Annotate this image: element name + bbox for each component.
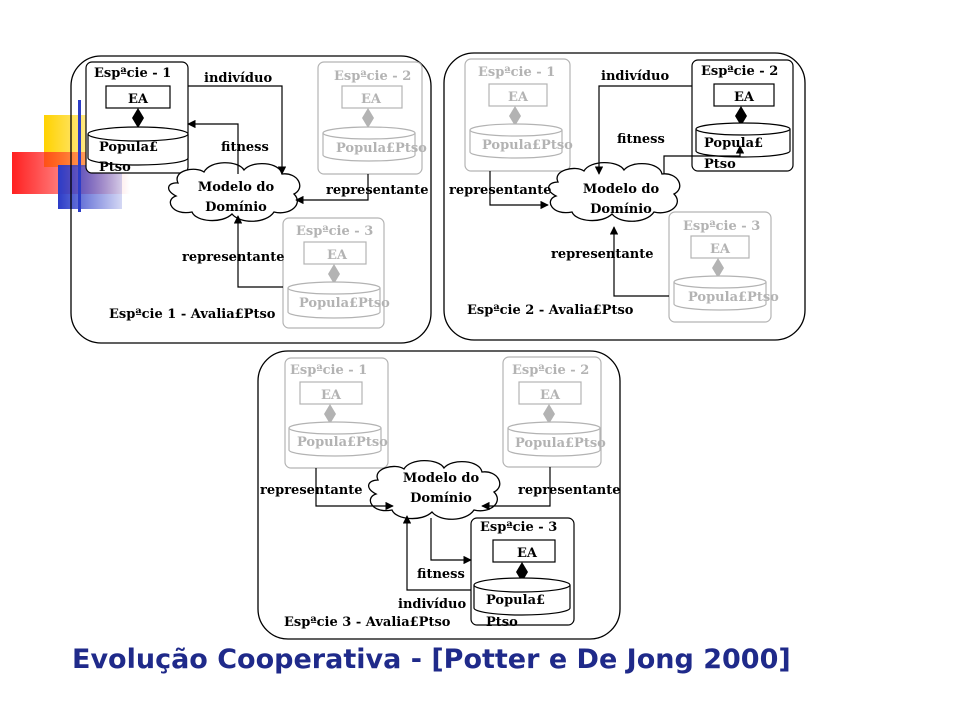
representante-label: representante bbox=[449, 183, 552, 198]
panel-especie-1-avaliacao: Espªcie - 1 EA Popula£ Ptso Espªcie - 2 … bbox=[70, 55, 432, 344]
fitness-arrow bbox=[663, 145, 745, 174]
species-2-box-inactive: Espªcie - 2 EA Popula£Ptso bbox=[502, 356, 606, 468]
species-1-label: Espªcie - 1 bbox=[290, 363, 367, 378]
species-2-label: Espªcie - 2 bbox=[701, 64, 778, 79]
domain-model-label-line2: Domínio bbox=[205, 200, 267, 215]
representante-label: representante bbox=[182, 250, 285, 265]
panel-3-caption: Espªcie 3 - Avalia£Ptso bbox=[284, 615, 451, 630]
panel-1-caption: Espªcie 1 - Avalia£Ptso bbox=[109, 307, 276, 322]
individuo-label: indivíduo bbox=[204, 71, 272, 86]
individuo-label: indivíduo bbox=[398, 597, 466, 612]
population-label: Popula£Ptso bbox=[482, 138, 573, 153]
representante-label: representante bbox=[260, 483, 363, 498]
population-label: Popula£Ptso bbox=[688, 290, 779, 305]
domain-model-label-line1: Modelo do bbox=[583, 182, 660, 197]
species-1-box-inactive: Espªcie - 1 EA Popula£Ptso bbox=[284, 357, 389, 469]
domain-model-label-line2: Domínio bbox=[590, 202, 652, 217]
domain-model-cloud: Modelo do Domínio bbox=[168, 162, 301, 222]
species-2-box: Espªcie - 2 EA Popula£ Ptso bbox=[691, 59, 794, 172]
individuo-label: indivíduo bbox=[601, 69, 669, 84]
fitness-label: fitness bbox=[617, 132, 665, 147]
species-1-box-inactive: Espªcie - 1 EA Popula£Ptso bbox=[464, 58, 573, 172]
individuo-arrow bbox=[188, 85, 287, 175]
ea-label: EA bbox=[321, 388, 342, 403]
domain-model-cloud: Modelo do Domínio bbox=[548, 161, 681, 222]
ea-label: EA bbox=[508, 90, 529, 105]
representante-arrow-1 bbox=[315, 468, 394, 511]
ea-label: EA bbox=[128, 92, 149, 107]
domain-model-cloud: Modelo do Domínio bbox=[368, 459, 501, 520]
population-label: Popula£Ptso bbox=[299, 296, 390, 311]
species-1-label: Espªcie - 1 bbox=[478, 65, 555, 80]
domain-model-label-line2: Domínio bbox=[410, 491, 472, 506]
representante-label: representante bbox=[518, 483, 621, 498]
representante-arrow-3 bbox=[609, 226, 669, 297]
individuo-arrow bbox=[594, 85, 692, 175]
species-3-label: Espªcie - 3 bbox=[480, 520, 557, 535]
individuo-arrow bbox=[402, 515, 471, 591]
population-label-line2: Ptso bbox=[99, 160, 131, 175]
representante-arrow-3 bbox=[233, 215, 283, 288]
population-label: Popula£Ptso bbox=[515, 436, 606, 451]
representante-arrow-2 bbox=[295, 174, 369, 205]
population-label: Popula£ bbox=[99, 140, 158, 155]
panel-2-caption: Espªcie 2 - Avalia£Ptso bbox=[467, 303, 634, 318]
population-label-line2: Ptso bbox=[486, 615, 518, 630]
panel-especie-3-avaliacao: Espªcie - 1 EA Popula£Ptso Espªcie - 2 E… bbox=[257, 350, 621, 640]
species-3-label: Espªcie - 3 bbox=[683, 219, 760, 234]
ea-label: EA bbox=[517, 546, 538, 561]
species-1-label: Espªcie - 1 bbox=[94, 66, 171, 81]
species-3-box-inactive: Espªcie - 3 EA Popula£Ptso bbox=[282, 217, 390, 329]
population-label: Popula£ bbox=[486, 593, 545, 608]
slide-title: Evolução Cooperativa - [Potter e De Jong… bbox=[72, 644, 791, 675]
domain-model-label-line1: Modelo do bbox=[403, 471, 480, 486]
representante-arrow-2 bbox=[481, 467, 551, 511]
species-1-box: Espªcie - 1 EA Popula£ Ptso bbox=[85, 61, 189, 175]
species-3-label: Espªcie - 3 bbox=[296, 224, 373, 239]
representante-label: representante bbox=[551, 247, 654, 262]
domain-model-label-line1: Modelo do bbox=[198, 180, 275, 195]
population-label: Popula£ bbox=[704, 136, 763, 151]
species-2-label: Espªcie - 2 bbox=[512, 363, 589, 378]
ea-label: EA bbox=[710, 242, 731, 257]
ea-label: EA bbox=[327, 248, 348, 263]
population-label-line2: Ptso bbox=[704, 157, 736, 172]
ea-label: EA bbox=[361, 92, 382, 107]
species-3-box-inactive: Espªcie - 3 EA Popula£Ptso bbox=[668, 211, 779, 323]
ea-label: EA bbox=[734, 90, 755, 105]
population-label: Popula£Ptso bbox=[336, 141, 427, 156]
fitness-arrow bbox=[187, 119, 239, 174]
species-2-label: Espªcie - 2 bbox=[334, 69, 411, 84]
species-2-box-inactive: Espªcie - 2 EA Popula£Ptso bbox=[317, 61, 427, 175]
population-label: Popula£Ptso bbox=[297, 435, 388, 450]
representante-arrow-1 bbox=[489, 171, 549, 210]
ea-label: EA bbox=[540, 388, 561, 403]
panel-especie-2-avaliacao: Espªcie - 1 EA Popula£Ptso Espªcie - 2 E… bbox=[443, 52, 806, 341]
fitness-label: fitness bbox=[221, 140, 269, 155]
fitness-label: fitness bbox=[417, 567, 465, 582]
representante-label: representante bbox=[326, 183, 429, 198]
fitness-arrow bbox=[430, 518, 472, 565]
species-3-box: Espªcie - 3 EA Popula£ Ptso bbox=[470, 517, 575, 630]
